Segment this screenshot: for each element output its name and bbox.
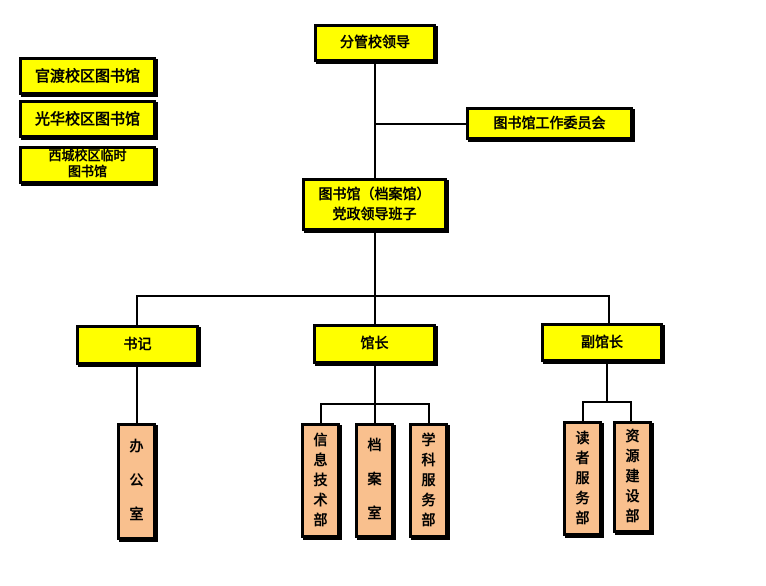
dept-reader-service: 读 者 服 务 部 — [563, 421, 602, 536]
node-leadership-team: 图书馆（档案馆） 党政领导班子 — [302, 178, 447, 231]
campus-library-guanghua: 光华校区图书馆 — [19, 100, 156, 138]
connector-deputy-down — [606, 361, 608, 403]
dept-office: 办 公 室 — [117, 423, 156, 540]
connector-to-committee — [374, 123, 467, 125]
connector-dept-resource — [630, 401, 632, 421]
node-school-leader: 分管校领导 — [314, 24, 436, 62]
connector-dept-archive — [428, 403, 430, 423]
connector-dept-it — [320, 403, 322, 423]
connector-top-to-leadership — [374, 62, 376, 178]
connector-deputy — [608, 295, 610, 323]
node-deputy-director: 副馆长 — [541, 323, 663, 362]
connector-secretary-down — [136, 363, 138, 423]
dept-info-tech: 信 息 技 术 部 — [301, 423, 340, 538]
connector-roles-bus — [136, 295, 610, 297]
connector-director — [374, 295, 376, 325]
connector-director-down — [374, 363, 376, 423]
connector-leadership-down — [374, 230, 376, 296]
connector-dept-reader — [582, 401, 584, 421]
node-library-committee: 图书馆工作委员会 — [466, 107, 633, 140]
connector-deputy-bus — [582, 401, 632, 403]
node-secretary: 书记 — [76, 325, 199, 365]
campus-library-xicheng: 西城校区临时 图书馆 — [19, 146, 156, 184]
connector-director-bus — [320, 403, 430, 405]
dept-resource-building: 资 源 建 设 部 — [613, 421, 652, 533]
node-director: 馆长 — [313, 324, 436, 364]
dept-subject-service: 学 科 服 务 部 — [409, 423, 448, 538]
dept-archive-room: 档 案 室 — [355, 423, 394, 538]
connector-secretary — [136, 295, 138, 325]
campus-library-guandu: 官渡校区图书馆 — [19, 57, 156, 95]
